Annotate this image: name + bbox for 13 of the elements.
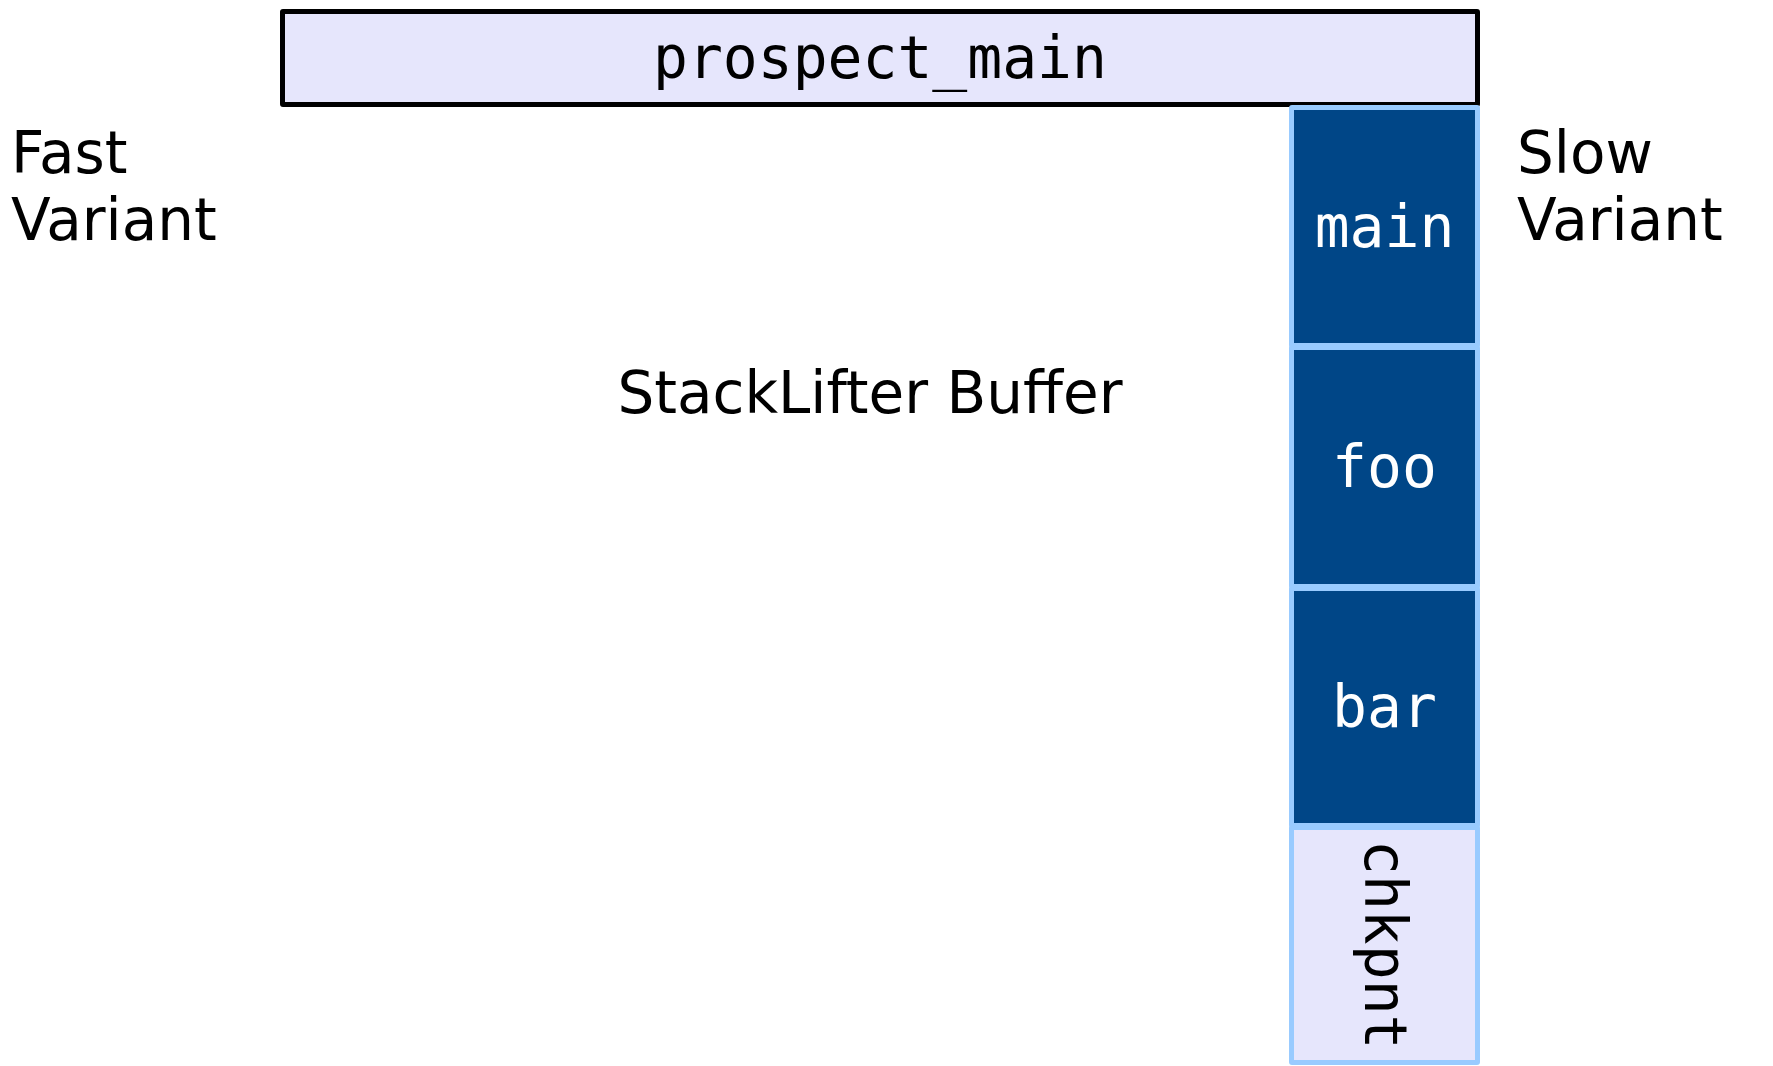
variant-label: Fast Variant [11,120,218,254]
variant-label: Slow Variant [1517,120,1724,254]
buffer-label: StackLifter Buffer [616,360,1124,427]
stack-frame-box [1289,105,1480,348]
stack-frame-box [1289,345,1480,589]
function-name: main [1314,192,1455,261]
function-name: chkpnt [1350,840,1419,1050]
function-name: prospect_main [653,24,1107,92]
function-name: foo [1332,433,1437,501]
checkpoint-box [1289,825,1480,1065]
stack-frame-box [1289,586,1480,828]
function-box [280,9,1480,107]
function-name: bar [1332,673,1437,741]
